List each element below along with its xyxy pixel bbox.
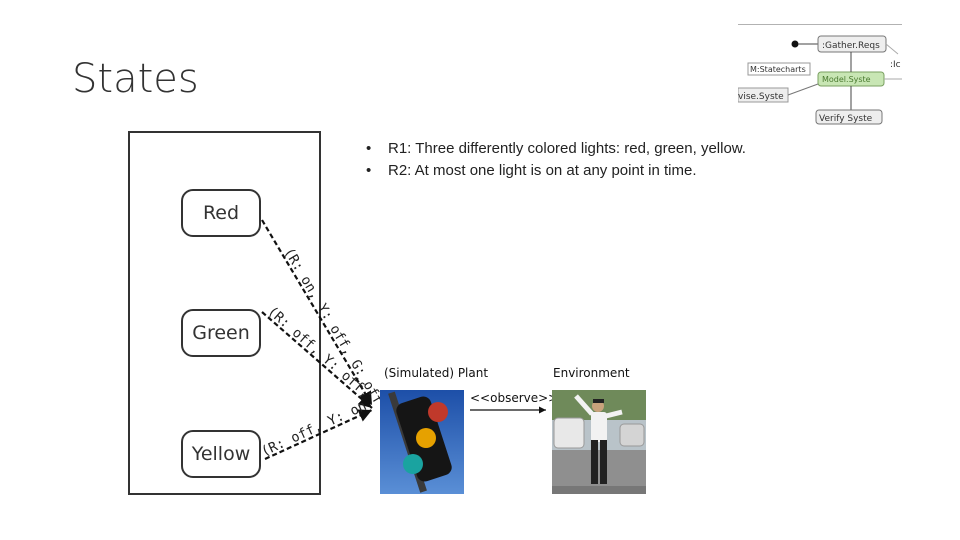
traffic-light-photo — [380, 390, 464, 494]
thumb-node-gather: :Gather.Reqs — [822, 41, 880, 51]
amber-lamp-icon — [416, 428, 436, 448]
transition-label-red: (R: on, Y: off, G: off) — [0, 0, 386, 407]
environment-caption: Environment — [553, 366, 630, 380]
transition-label-yellow: (R: off, Y: on, G: off) — [0, 0, 369, 460]
thumb-node-model: Model.Syste — [822, 75, 871, 84]
state-green[interactable]: Green — [181, 309, 261, 357]
plant-caption: (Simulated) Plant — [384, 366, 489, 380]
traffic-officer-photo — [552, 390, 646, 494]
slide-title: States — [72, 56, 199, 102]
thumb-node-ic: :Ic — [890, 60, 901, 70]
thumbnail-diagram: :Gather.Reqs M:Statecharts Model.Syste v… — [738, 24, 902, 125]
statechart-frame — [128, 131, 321, 495]
statechart-thumbnail: :Gather.Reqs M:Statecharts Model.Syste v… — [738, 24, 902, 136]
transition-label-green: (R: off, Y: off, G: on) — [0, 0, 379, 406]
thumb-node-revise: vise.Syste — [738, 92, 784, 102]
state-red[interactable]: Red — [181, 189, 261, 237]
thumb-node-statecharts: M:Statecharts — [750, 65, 806, 74]
requirements-list: R1: Three differently colored lights: re… — [366, 138, 746, 182]
requirement-r2: R2: At most one light is on at any point… — [366, 160, 746, 182]
green-lamp-icon — [403, 454, 423, 474]
requirement-r1: R1: Three differently colored lights: re… — [366, 138, 746, 160]
observe-label: <<observe>> — [470, 391, 559, 405]
state-yellow[interactable]: Yellow — [181, 430, 261, 478]
thumb-node-verify: Verify Syste — [819, 114, 873, 124]
red-lamp-icon — [428, 402, 448, 422]
